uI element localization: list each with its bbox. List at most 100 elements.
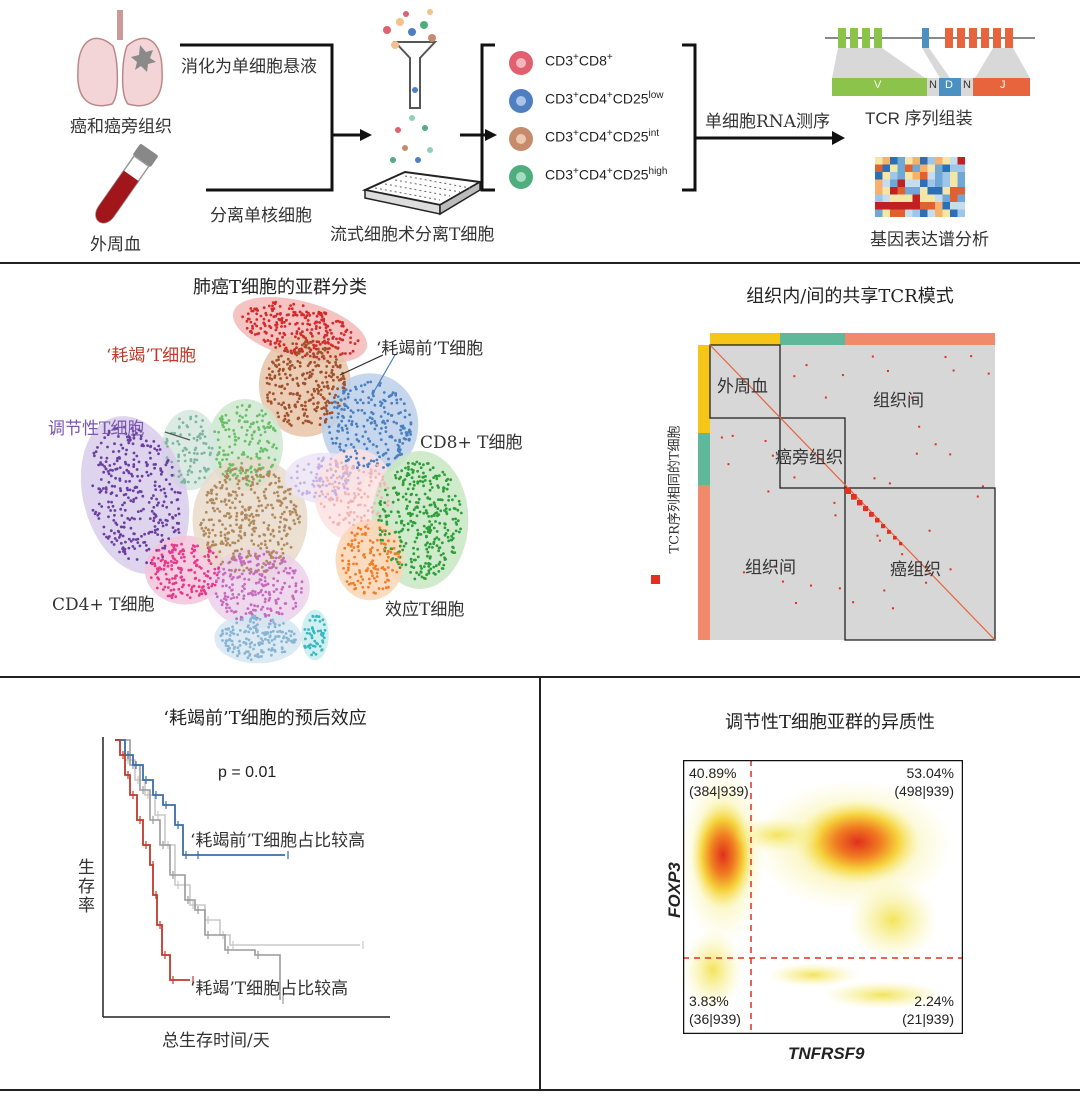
cell-dot [291,569,295,573]
heatmap-cell [905,209,913,217]
cell-dot [112,519,116,522]
cell-dot [172,588,176,591]
cell-dot [129,526,133,530]
population-marker: CD25 [612,90,649,107]
cell-dot [409,422,413,426]
cell-dot [203,435,207,438]
shared-clone [952,369,955,372]
cell-dot [270,639,274,642]
cell-dot [425,526,429,530]
cell-dot [223,500,227,503]
cell-dot [128,479,132,483]
cell-dot [228,506,232,510]
cell-dot [276,411,280,415]
cell-dot [134,496,138,500]
cell-dot [395,570,399,574]
cell-dot [247,443,251,446]
cell-dot [298,361,302,364]
cell-dot [129,539,133,543]
cell-dot [314,476,318,479]
cell-dot [174,514,178,517]
cell-dot [369,380,373,384]
cell-dot [349,331,353,334]
cell-dot [183,453,187,457]
cell-dot [155,567,159,571]
cell-dot [408,482,412,486]
cell-dot [360,539,364,543]
cell-dot [343,546,347,550]
cell-dot [173,577,177,580]
cell-dot [161,504,165,508]
cell-dot [341,352,344,355]
cell-dot [346,396,350,399]
population-superscript: + [606,128,613,139]
cell-dot [386,539,390,543]
cell-dot [305,415,309,418]
cell-dot [259,468,262,471]
cell-dot [283,387,287,390]
cell-dot [146,474,150,477]
cell-dot [257,499,261,503]
cell-dot [207,559,211,563]
cell-dot [279,504,282,507]
cell-dot [451,536,455,540]
treg-label: 调节性T细胞 [48,419,145,439]
cell-dot [283,510,286,514]
cell-dot [296,476,299,480]
cell-dot [280,403,283,407]
cell-dot [231,583,234,587]
cell-dot [247,552,251,555]
cell-dot [202,441,206,445]
cell-dot [249,484,253,488]
cell-dot [384,515,388,519]
cell-dot [293,569,297,572]
cell-dot [119,525,123,529]
cell-dot [179,549,183,553]
cell-dot [317,357,321,361]
divider-bottom [0,1089,1080,1091]
cell-dot [273,458,277,462]
cell-dot [265,376,269,380]
cell-dot [224,641,228,645]
cell-dot [264,569,268,572]
cell-dot [306,364,310,368]
heatmap-cell [927,164,935,172]
cell-dot [360,496,363,499]
cell-dot [315,314,319,318]
cell-dot [335,496,339,500]
cell-dot [197,476,201,480]
cell-dot [372,394,375,398]
cell-dot [352,518,356,522]
cell-dot [235,523,239,526]
cell-dot [389,550,393,554]
cell-dot [210,492,213,495]
cell-dot [356,526,360,530]
cell-dot [237,479,241,483]
cell-dot [424,543,427,547]
cell-dot [311,627,315,631]
cell-dot [257,457,260,460]
population-marker: CD4 [578,128,607,145]
cell-dot [162,487,166,491]
cell-dot [276,494,280,498]
cell-dot [253,643,257,647]
quadrant-top-right: 53.04% (498|939) [878,764,954,800]
cell-dot [235,549,239,553]
cell-dot [214,592,218,595]
cell-dot [137,460,141,464]
heatmap-cell [927,202,935,210]
heatmap-cell [957,172,965,180]
shared-clone [915,452,918,455]
cell-dot [352,445,356,449]
cell-dot [109,474,113,478]
cell-dot [168,482,172,486]
cell-dot [295,342,298,346]
cell-dot [261,414,265,418]
shared-clone [970,355,973,358]
cell-dot [312,402,315,406]
cell-dot [331,473,335,477]
cell-dot [406,528,410,532]
heatmap-cell [905,179,913,187]
cell-dot [399,428,402,432]
cell-dot [422,505,426,509]
